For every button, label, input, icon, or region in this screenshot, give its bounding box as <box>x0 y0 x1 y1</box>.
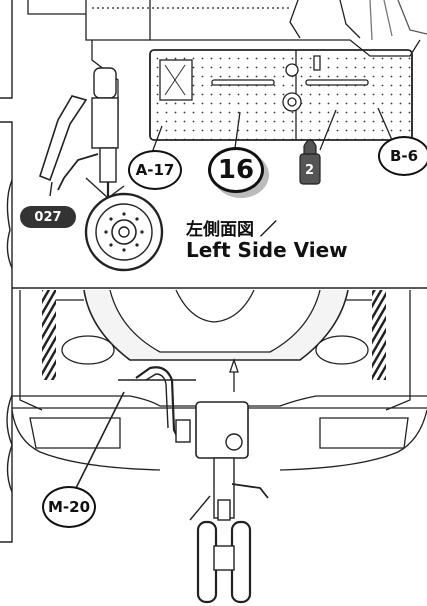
paint-number: 2 <box>305 163 315 178</box>
fuselage-side <box>27 0 427 161</box>
view-title: 左側面図 ／ Left Side View <box>186 220 348 262</box>
nose-landing-gear <box>118 366 269 604</box>
step-number: 16 <box>208 147 264 193</box>
part-callout-a17: A-17 <box>128 150 182 190</box>
view-title-jp: 左側面図 ／ <box>186 220 277 240</box>
paint-drop-icon <box>299 139 321 185</box>
part-callout-b6: B-6 <box>378 136 427 176</box>
m20-leader <box>75 391 125 489</box>
view-title-en: Left Side View <box>186 237 348 262</box>
left-page-frames <box>0 0 13 543</box>
front-view-fuselage <box>11 289 427 471</box>
main-landing-gear <box>39 67 164 272</box>
part-tag-027: 027 <box>20 206 76 228</box>
part-callout-m20: M-20 <box>42 486 96 528</box>
